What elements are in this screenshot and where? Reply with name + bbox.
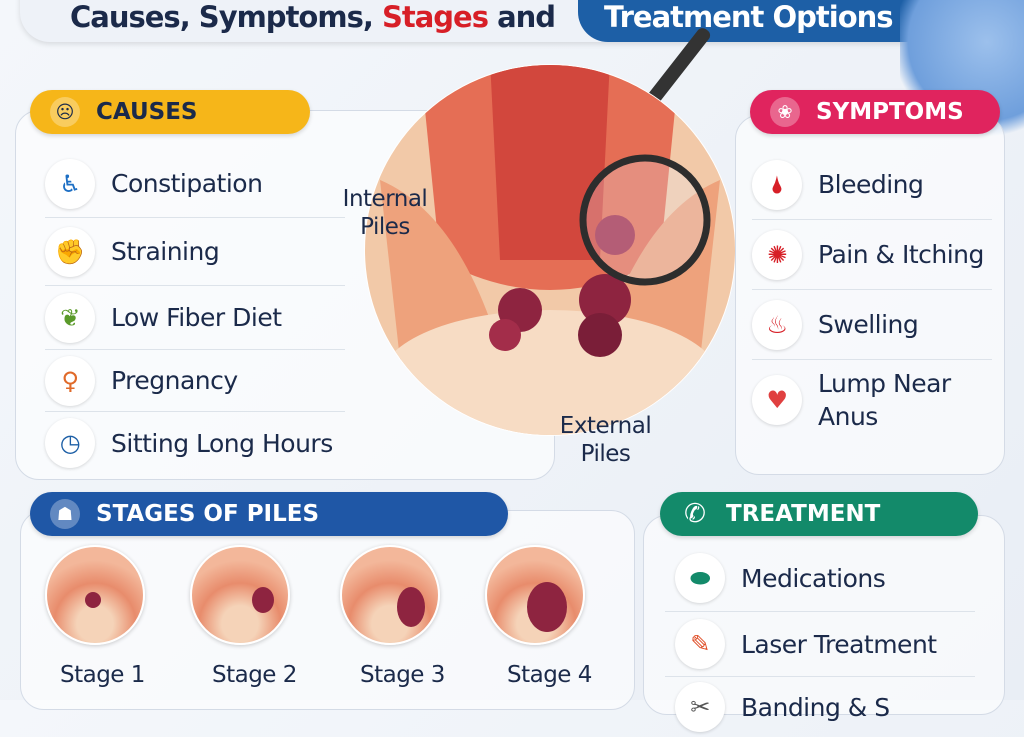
pill-icon: ⬬: [675, 553, 725, 603]
list-item: ✊Straining: [45, 218, 345, 286]
list-item: ✺Pain & Itching: [752, 220, 992, 290]
stage-label: Stage 2: [212, 662, 297, 688]
stages-header: ☗STAGES OF PILES: [30, 492, 508, 536]
list-item: ❦Low Fiber Diet: [45, 286, 345, 350]
stage-1-image: [45, 545, 145, 645]
list-item: 🌢Bleeding: [752, 150, 992, 220]
page-title: Causes, Symptoms, Stages and Treatment O…: [20, 0, 935, 42]
heart-lump-icon: ♥: [752, 375, 802, 425]
stages-icon: ☗: [50, 499, 80, 529]
internal-piles-label: Internal Piles: [342, 186, 428, 240]
list-item: ✎Laser Treatment: [665, 612, 975, 677]
symptoms-header: ❀SYMPTOMS: [750, 90, 1000, 134]
list-item: ♥Lump Near Anus: [752, 360, 992, 440]
magnifier-lens: [579, 154, 711, 286]
pregnant-woman-icon: ♀: [45, 355, 95, 406]
title-part: and: [487, 0, 556, 34]
stage-label: Stage 1: [60, 662, 145, 688]
list-item: ✂Banding & S: [665, 677, 975, 737]
phone-icon: ✆: [684, 499, 706, 529]
treatment-header: ✆TREATMENT: [660, 492, 978, 536]
external-piles-label: External Piles: [559, 413, 652, 467]
title-part: Causes, Symptoms,: [70, 0, 382, 34]
toilet-person-icon: ♿: [45, 158, 95, 209]
title-treatment-options: Treatment Options: [578, 0, 935, 42]
treatment-list: ⬬Medications ✎Laser Treatment ✂Banding &…: [665, 545, 975, 737]
stage-label: Stage 3: [360, 662, 445, 688]
warning-icon: ☹: [50, 97, 80, 127]
list-item: ♀Pregnancy: [45, 350, 345, 412]
symptoms-list: 🌢Bleeding ✺Pain & Itching ♨Swelling ♥Lum…: [752, 150, 992, 440]
swelling-icon: ♨: [752, 299, 802, 350]
causes-header: ☹CAUSES: [30, 90, 310, 134]
stage-2-image: [190, 545, 290, 645]
list-item: ♿Constipation: [45, 150, 345, 218]
list-item: ♨Swelling: [752, 290, 992, 360]
clock-icon: ◷: [45, 418, 95, 468]
list-item: ⬬Medications: [665, 545, 975, 612]
laser-icon: ✎: [675, 619, 725, 669]
causes-list: ♿Constipation ✊Straining ❦Low Fiber Diet…: [45, 150, 345, 474]
straining-icon: ✊: [45, 226, 95, 277]
vegetables-icon: ❦: [45, 292, 95, 343]
blood-drop-icon: 🌢: [752, 159, 802, 210]
stage-3-image: [340, 545, 440, 645]
symptom-icon: ❀: [770, 97, 800, 127]
anatomy-illustration: [364, 64, 736, 436]
list-item: ◷Sitting Long Hours: [45, 412, 345, 474]
banding-icon: ✂: [675, 682, 725, 732]
stage-4-image: [485, 545, 585, 645]
title-stages: Stages: [381, 0, 489, 34]
pain-icon: ✺: [752, 229, 802, 280]
stage-label: Stage 4: [507, 662, 592, 688]
